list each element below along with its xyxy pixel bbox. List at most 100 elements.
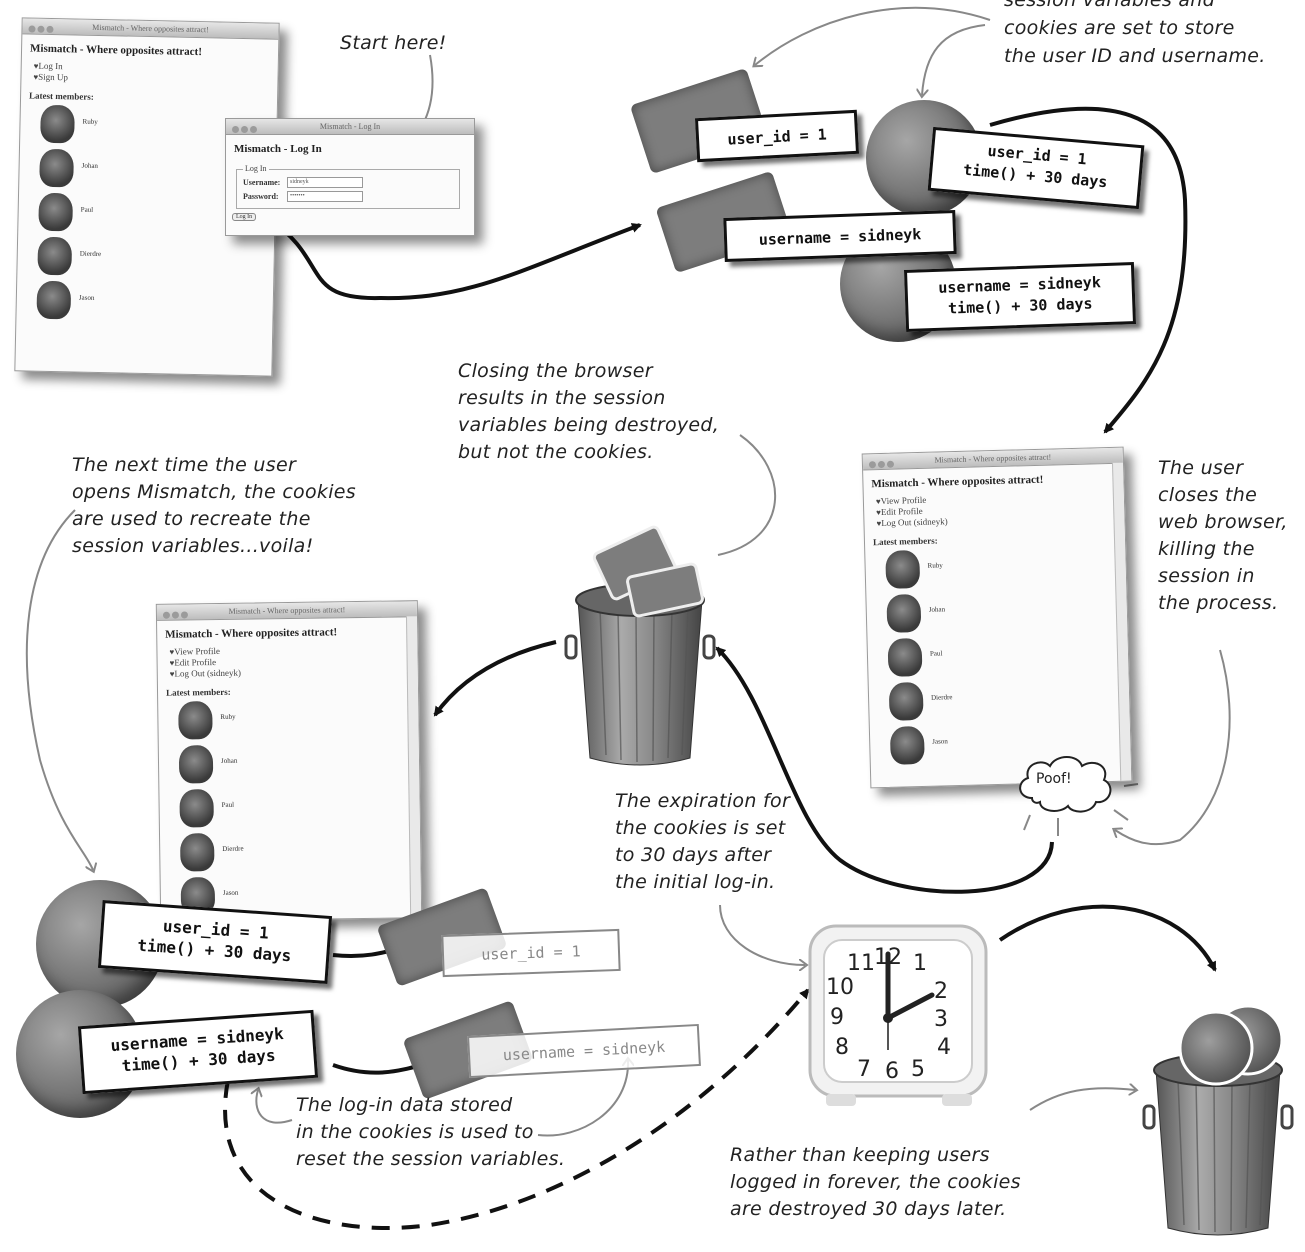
page-title: Mismatch - Where opposites attract!	[871, 473, 1044, 491]
clock-face: 11 12 1 10 2 9 3 8 4 7 6 5	[826, 945, 951, 1084]
pointer-user-closes	[1115, 649, 1231, 846]
member-item: Dierdre	[17, 234, 274, 283]
member-item: Jason	[16, 278, 273, 327]
clock-number: 1	[913, 951, 927, 976]
member-name[interactable]: Paul	[929, 649, 943, 658]
cookie-username: username = sidneyk time() + 30 days	[903, 262, 1137, 332]
page-title: Mismatch - Where opposites attract!	[165, 626, 338, 641]
member-name: Dierdre	[79, 249, 102, 259]
pointer-closing-browser	[717, 434, 777, 556]
link-log-out[interactable]: Log Out (sidneyk)	[170, 665, 418, 679]
pointer-login-data	[537, 1060, 628, 1137]
member-name: Ruby	[82, 117, 98, 126]
member-name[interactable]: Jason	[222, 888, 239, 897]
member-name[interactable]: Dierdre	[222, 844, 244, 853]
session-var-user-id: user_id = 1	[694, 109, 860, 163]
member-photo	[36, 280, 72, 320]
member-photo	[885, 550, 921, 589]
username-label: Username:	[243, 178, 281, 187]
member-name[interactable]: Jason	[932, 737, 948, 746]
fieldset-legend: Log In	[243, 164, 269, 173]
clock-number: 9	[830, 1005, 844, 1030]
clock-number: 10	[826, 975, 854, 1000]
clock-number: 7	[857, 1057, 871, 1082]
member-item: Dierdre	[869, 675, 1130, 726]
arrow-session-to-browser	[989, 106, 1188, 434]
note-user-closes: The user closes the web browser, killing…	[1158, 457, 1288, 614]
clock-number: 3	[934, 1007, 948, 1032]
browser-window-login: Mismatch - Log In Mismatch - Log In Log …	[225, 118, 475, 236]
titlebar-text: Mismatch - Where opposites attract!	[92, 22, 209, 35]
member-photo	[178, 701, 213, 740]
trash-can-icon	[564, 525, 716, 766]
member-name[interactable]: Johan	[220, 756, 238, 765]
pointer-login-data-2	[256, 1090, 293, 1124]
member-name: Jason	[78, 293, 95, 302]
pointer-top-right-2	[922, 24, 986, 95]
arrow-dashed-reset	[223, 988, 810, 1230]
member-photo	[37, 236, 73, 276]
password-field[interactable]: •••••••	[287, 191, 363, 202]
member-photo	[179, 789, 214, 828]
member-name[interactable]: Ruby	[220, 712, 236, 721]
trash-can-icon	[1142, 1004, 1294, 1236]
pointer-top-right-1	[755, 6, 991, 65]
titlebar-text: Mismatch - Where opposites attract!	[228, 605, 346, 616]
window-controls-icon	[867, 458, 897, 469]
window-controls-icon	[26, 22, 56, 33]
clock-number: 8	[835, 1035, 849, 1060]
username-field[interactable]: sidneyk	[287, 177, 363, 188]
note-login-data: The log-in data stored in the cookies is…	[296, 1094, 566, 1170]
member-item: Ruby	[158, 696, 419, 744]
member-item: Paul	[159, 784, 420, 832]
member-name[interactable]: Ruby	[927, 561, 943, 570]
member-photo	[40, 104, 75, 144]
session-var-username: username = sidneyk	[723, 209, 957, 263]
alarm-clock-icon: 11 12 1 10 2 9 3 8 4 7 6 5	[808, 924, 988, 1106]
browser-window-reopened: Mismatch - Where opposites attract! Mism…	[155, 600, 423, 922]
pointer-rather-than	[1029, 1088, 1135, 1111]
window-controls-icon	[161, 608, 191, 619]
login-button[interactable]: Log In	[232, 213, 257, 221]
member-name[interactable]: Johan	[928, 605, 946, 614]
member-name: Johan	[81, 161, 99, 170]
member-photo	[39, 148, 74, 188]
note-session-cookies-set: session variables and cookies are set to…	[1004, 0, 1266, 67]
note-start-here: Start here!	[340, 32, 447, 54]
clock-number: 11	[847, 951, 875, 976]
poof-cloud-icon	[1019, 756, 1112, 813]
member-photo	[888, 681, 924, 721]
arrow-login-to-session	[268, 218, 642, 301]
note-expiration: The expiration for the cookies is set to…	[615, 790, 791, 893]
clock-number: 5	[911, 1057, 925, 1082]
restored-session-user-id: user_id = 1	[441, 928, 621, 978]
page-title: Mismatch - Where opposites attract!	[29, 42, 203, 59]
arrow-clock-to-trash	[998, 904, 1217, 972]
window-titlebar: Mismatch - Log In	[226, 119, 474, 135]
note-next-time: The next time the user opens Mismatch, t…	[72, 454, 356, 557]
member-name: Paul	[80, 205, 94, 214]
member-item: Paul	[867, 631, 1128, 682]
member-item: Johan	[866, 587, 1127, 638]
window-titlebar: Mismatch - Where opposites attract!	[156, 601, 418, 621]
arrow-poof-to-trash	[715, 646, 1054, 894]
clock-number: 4	[937, 1035, 951, 1060]
browser-window-logged-in: Mismatch - Where opposites attract! Mism…	[861, 446, 1133, 789]
login-fieldset: Log In Username: sidneyk Password: •••••…	[236, 164, 460, 209]
member-photo	[886, 593, 922, 633]
clock-number: 6	[885, 1059, 899, 1084]
pointer-expiration	[719, 904, 805, 965]
clock-number: 2	[934, 979, 948, 1004]
note-closing-browser: Closing the browser results in the sessi…	[458, 360, 720, 463]
member-name[interactable]: Dierdre	[930, 693, 953, 702]
window-titlebar: Mismatch - Where opposites attract!	[22, 18, 279, 40]
member-item: Johan	[159, 740, 420, 788]
latest-members-heading: Latest members:	[165, 686, 231, 698]
poof-label: Poof!	[1036, 771, 1072, 787]
member-name[interactable]: Paul	[221, 800, 235, 809]
note-rather-than: Rather than keeping users logged in fore…	[730, 1144, 1021, 1220]
window-controls-icon	[230, 123, 260, 133]
password-label: Password:	[243, 192, 279, 201]
member-photo	[38, 192, 74, 232]
titlebar-text: Mismatch - Where opposites attract!	[934, 452, 1052, 465]
